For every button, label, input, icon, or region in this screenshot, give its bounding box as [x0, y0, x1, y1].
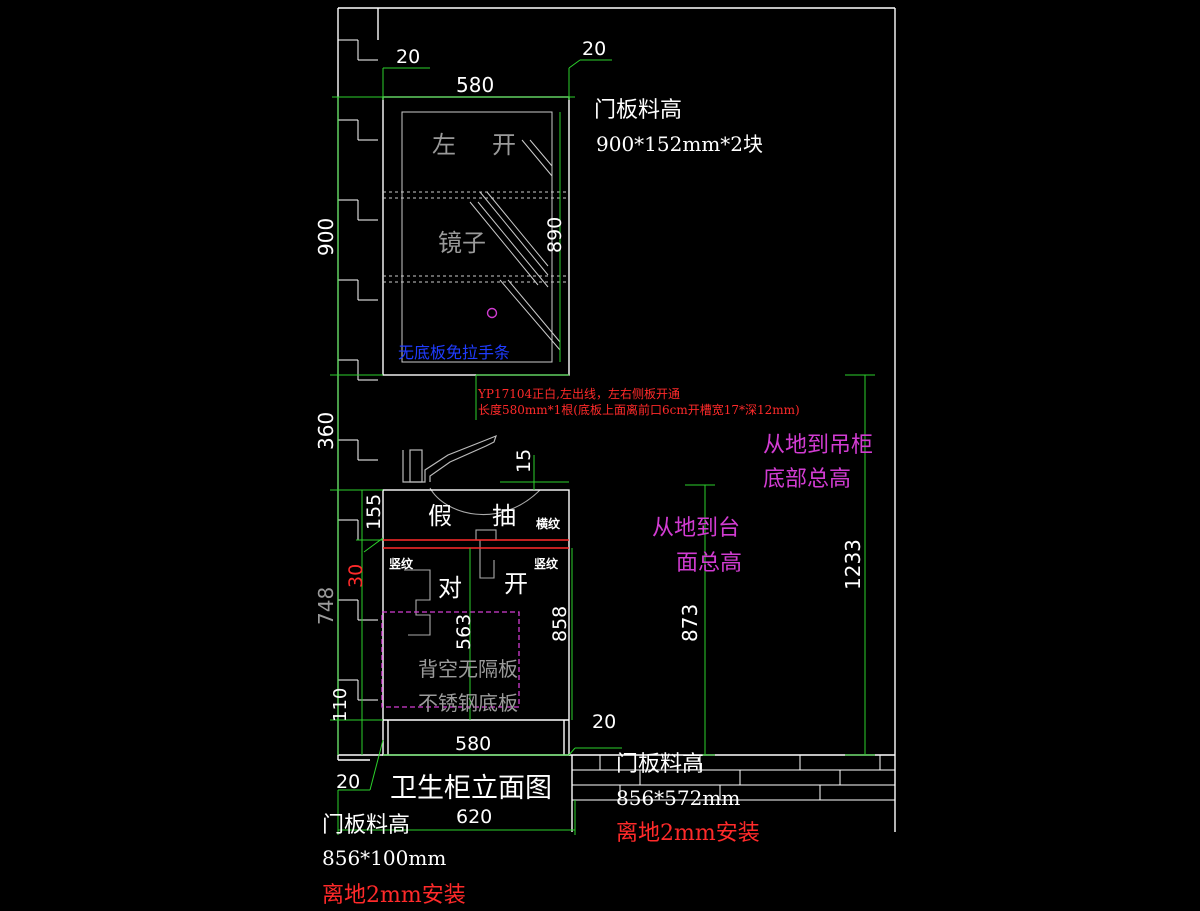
dim-mirror-inner: 890 [544, 217, 566, 253]
note-bottom-door-install: 离地2mm安装 [322, 883, 466, 908]
mirror-shelf-lines [383, 191, 569, 283]
wall-hatch [338, 39, 378, 701]
label-red-note-1: YP17104正白,左出线，左右侧板开通 [477, 386, 680, 401]
mirror-reflection-lines [469, 139, 561, 351]
note-mid-door-size: 856*572mm [616, 786, 740, 810]
label-horizontal-grain: 横纹 [536, 516, 561, 531]
dim-total-width: 620 [456, 806, 492, 828]
dim-counter-total: 873 [678, 604, 702, 642]
dim-top-gap-left: 20 [396, 46, 420, 68]
label-counter-to-floor-2: 面总高 [676, 551, 742, 576]
label-red-note-2: 长度580mm*1根(底板上面离前口6cm开槽宽17*深12mm) [478, 402, 800, 417]
dim-red-offset: 30 [345, 564, 367, 588]
dim-mirror-height: 900 [314, 218, 338, 256]
label-counter-to-floor-1: 从地到台 [652, 516, 740, 541]
label-back-note-2: 不锈钢底板 [418, 691, 518, 715]
dim-bottom-gap-left: 20 [336, 771, 360, 793]
note-mid-door-title: 门板料高 [616, 752, 704, 777]
dim-base-width: 580 [455, 733, 491, 755]
label-mirror-open-left: 左 [432, 131, 456, 159]
label-mirror-name: 镜子 [438, 229, 486, 257]
label-vertical-grain-left: 竖纹 [389, 556, 414, 571]
label-drawer-right: 抽 [492, 502, 516, 530]
label-vertical-grain-right: 竖纹 [534, 556, 559, 571]
dim-base-total: 748 [314, 587, 338, 625]
back-panel-outline [381, 611, 520, 708]
mirror-knob [486, 307, 498, 319]
note-bottom-door-size: 856*100mm [322, 846, 446, 870]
note-top-door-size: 900*152mm*2块 [596, 132, 763, 156]
dim-bottom-gap-right: 20 [592, 711, 616, 733]
floor-hatch [572, 755, 895, 801]
label-double-door-right: 开 [504, 570, 528, 598]
dim-drawer-height: 155 [363, 494, 385, 530]
note-bottom-door-title: 门板料高 [322, 813, 410, 838]
label-mirror-open-right: 开 [492, 131, 516, 159]
dim-door-height: 563 [453, 614, 475, 650]
dimension-lines [330, 59, 875, 835]
note-top-door-title: 门板料高 [594, 98, 682, 123]
dim-faucet-gap: 15 [513, 449, 535, 473]
dim-door-inner: 858 [549, 606, 571, 642]
basin-drain [404, 487, 541, 636]
label-double-door-left: 对 [438, 574, 462, 602]
label-hang-to-floor-1: 从地到吊柜 [763, 433, 873, 458]
dim-plinth: 110 [330, 688, 351, 722]
dim-top-gap-right: 20 [582, 38, 606, 60]
dim-gap-height: 360 [314, 412, 338, 450]
dim-hanging-total: 1233 [841, 539, 865, 590]
faucet-icon [402, 434, 497, 483]
label-hang-to-floor-2: 底部总高 [763, 467, 851, 492]
label-back-note-1: 背空无隔板 [418, 657, 518, 681]
label-mirror-note: 无底板免拉手条 [398, 343, 510, 362]
note-mid-door-install: 离地2mm安装 [616, 821, 760, 846]
page-title: 卫生柜立面图 [390, 773, 552, 804]
label-drawer-left: 假 [428, 502, 452, 530]
dim-mirror-width: 580 [456, 73, 494, 97]
